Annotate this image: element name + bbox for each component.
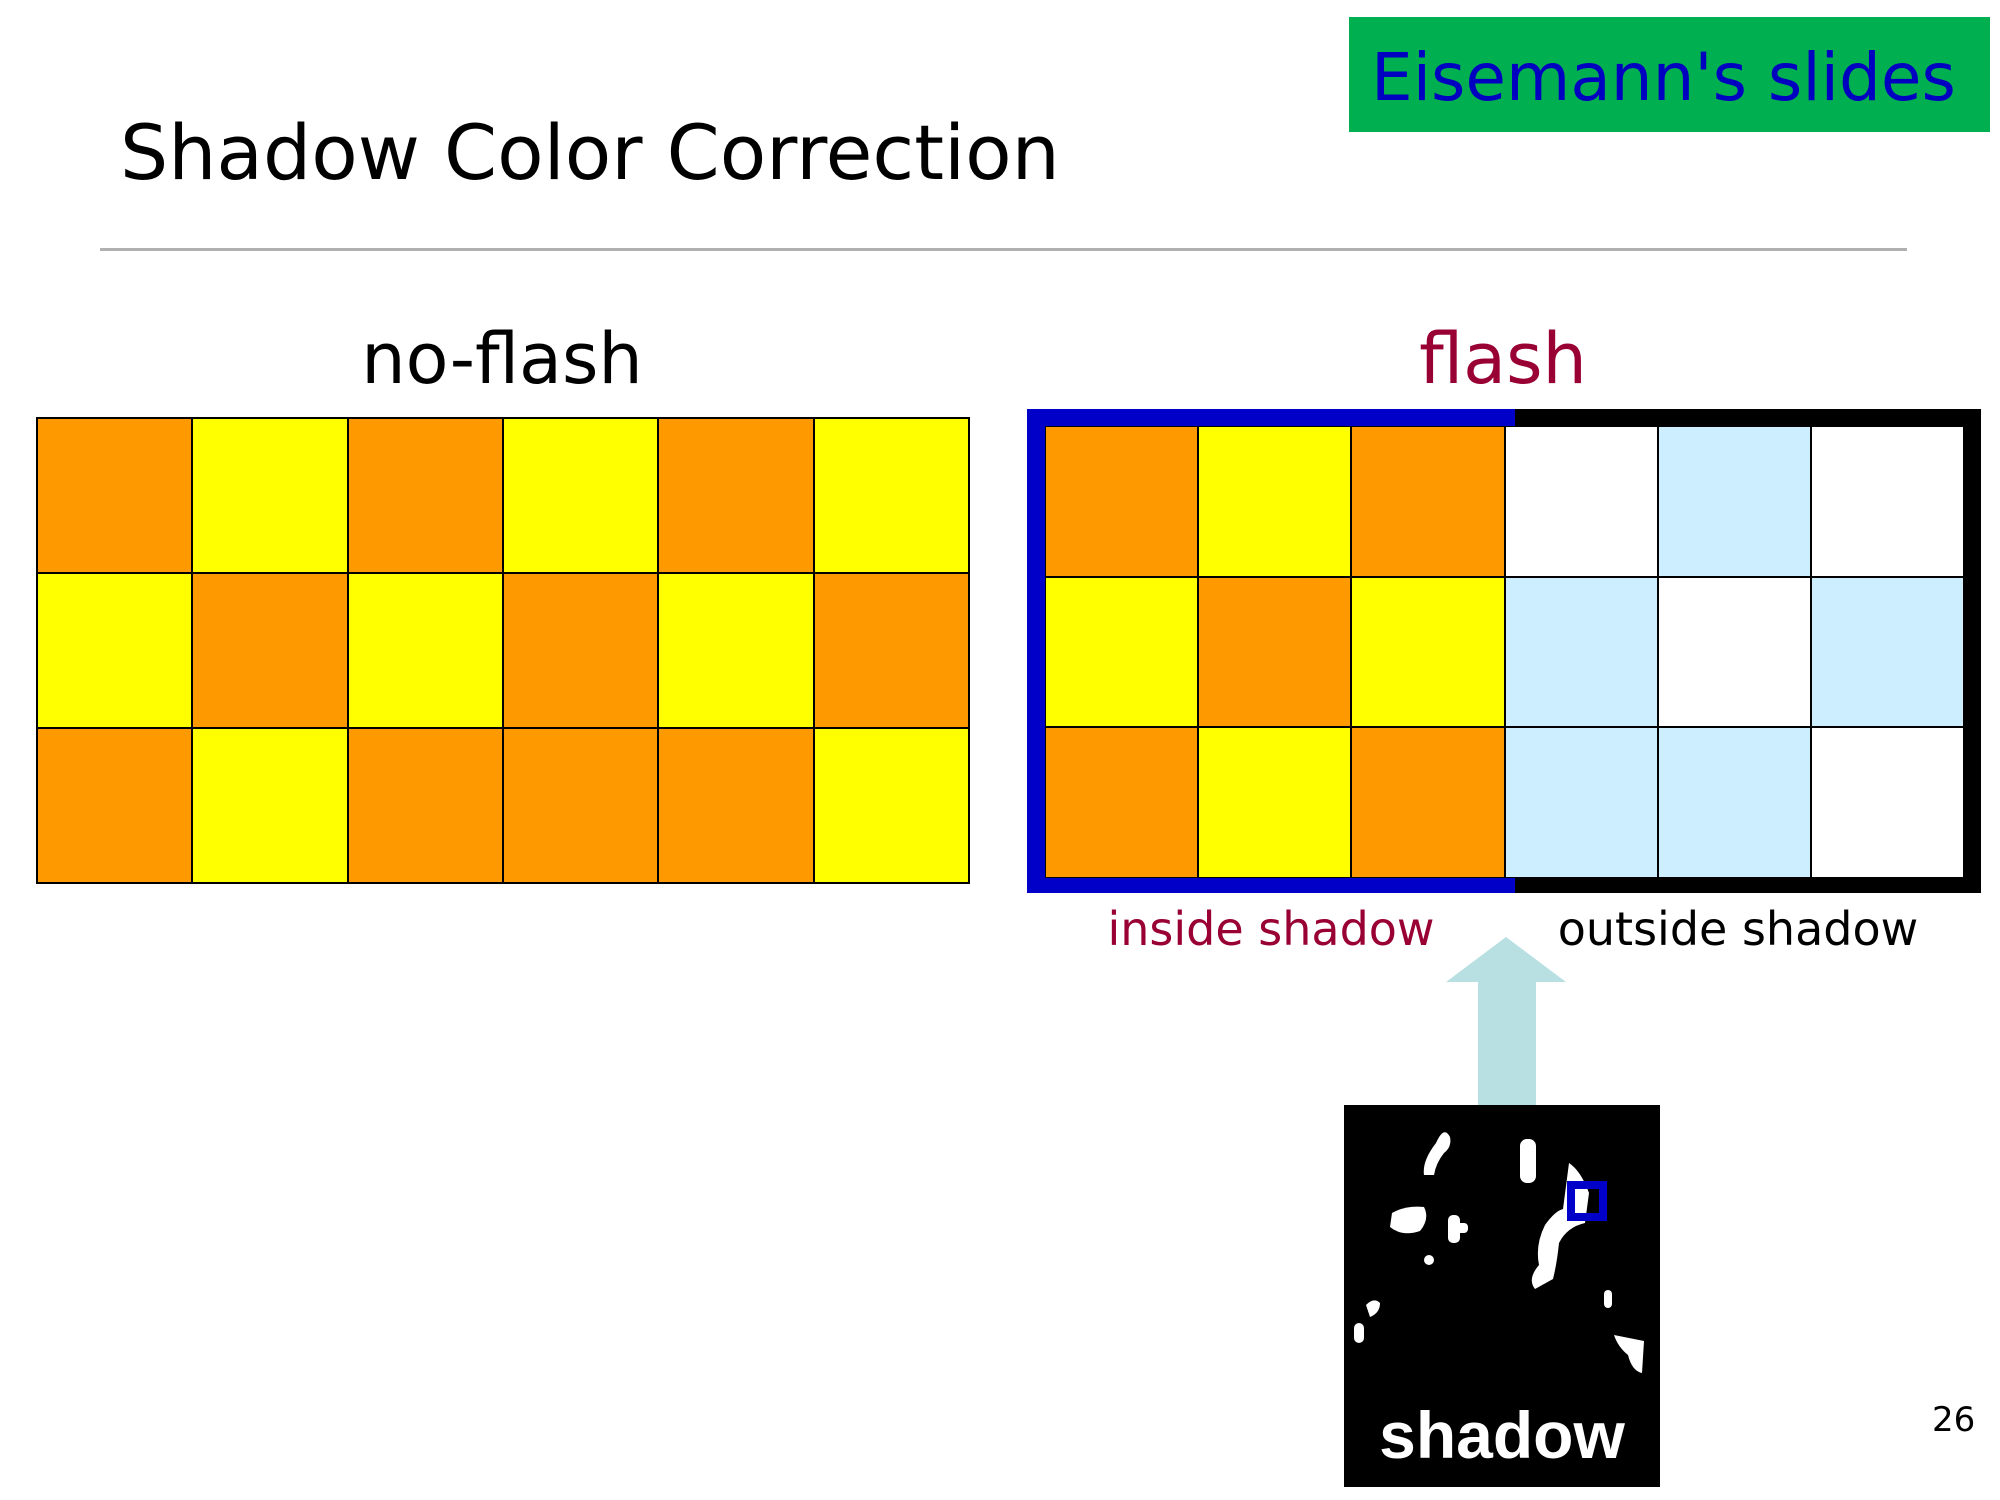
grid-cell: [192, 573, 348, 728]
grid-cell: [1045, 426, 1199, 577]
grid-cell: [1810, 576, 1964, 728]
grid-cell: [1657, 576, 1811, 728]
grid-cell: [502, 573, 659, 728]
grid-cell: [1657, 426, 1811, 577]
grid-cell: [658, 573, 814, 728]
flash-grid: [1045, 426, 1964, 878]
grid-cell: [1351, 727, 1505, 878]
grid-cell: [1810, 727, 1964, 878]
no-flash-label: no-flash: [361, 318, 643, 400]
grid-cell: [37, 728, 193, 883]
grid-cell: [658, 728, 814, 883]
flash-label: flash: [1419, 318, 1587, 400]
grid-cell: [1504, 727, 1658, 878]
no-flash-grid: [36, 417, 970, 884]
grid-cell: [1504, 576, 1658, 728]
shadow-blobs: [1354, 1132, 1644, 1373]
grid-cell: [192, 728, 348, 883]
grid-cell: [37, 573, 193, 728]
grid-cell: [1810, 426, 1964, 577]
grid-cell: [1198, 727, 1352, 878]
grid-cell: [1657, 727, 1811, 878]
grid-cell: [1198, 576, 1352, 728]
source-badge: Eisemann's slides: [1349, 17, 1990, 132]
grid-cell: [813, 418, 969, 573]
grid-cell: [502, 728, 659, 883]
grid-cell: [658, 418, 814, 573]
source-badge-text: Eisemann's slides: [1371, 39, 1956, 116]
grid-cell: [1198, 426, 1352, 577]
grid-cell: [1351, 426, 1505, 577]
page-number: 26: [1932, 1400, 1976, 1440]
grid-cell: [813, 728, 969, 883]
grid-cell: [502, 418, 659, 573]
grid-cell: [1045, 727, 1199, 878]
grid-cell: [347, 418, 503, 573]
grid-cell: [192, 418, 348, 573]
title-divider: [100, 248, 1907, 251]
slide-title: Shadow Color Correction: [120, 108, 1060, 197]
up-arrow-icon: [1446, 937, 1566, 1105]
shadow-mask-image: shadow: [1344, 1105, 1660, 1487]
outside-shadow-label: outside shadow: [1557, 902, 1919, 956]
shadow-mask-label: shadow: [1379, 1398, 1625, 1472]
grid-cell: [1045, 576, 1199, 728]
inside-shadow-label: inside shadow: [1107, 902, 1435, 956]
grid-cell: [1351, 576, 1505, 728]
grid-cell: [1504, 426, 1658, 577]
grid-cell: [347, 573, 503, 728]
grid-cell: [347, 728, 503, 883]
grid-cell: [37, 418, 193, 573]
grid-cell: [813, 573, 969, 728]
